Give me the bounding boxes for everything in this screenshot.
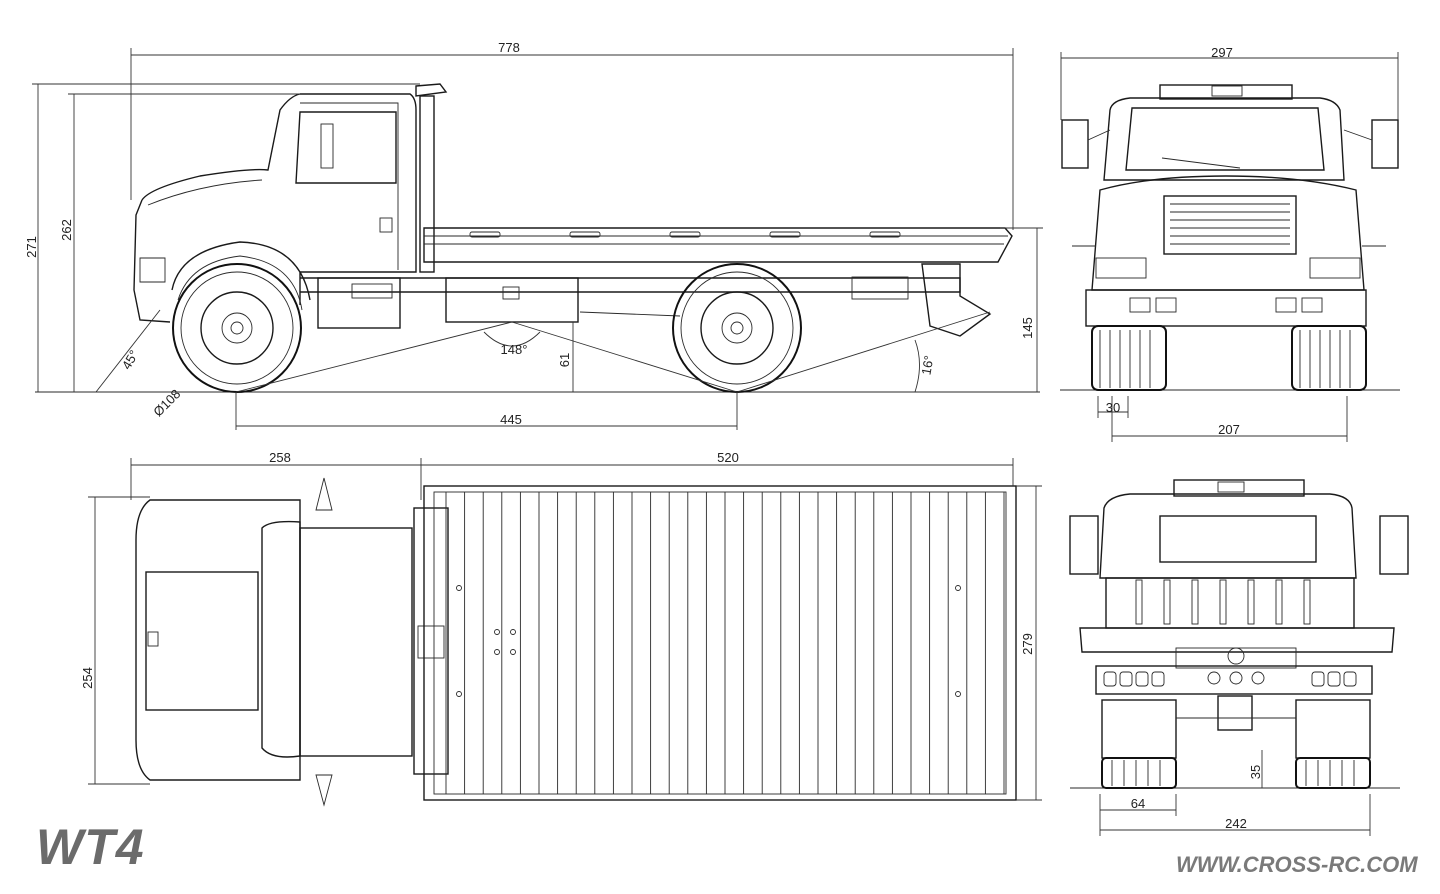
side-front-wheel xyxy=(172,263,302,393)
dim-cab-width: 254 xyxy=(80,667,95,689)
dim-overall-length: 778 xyxy=(498,40,520,55)
side-rear-wheel xyxy=(672,263,802,393)
front-view xyxy=(1060,52,1400,442)
dim-ground-clearance: 61 xyxy=(557,353,572,367)
dim-overall-height: 271 xyxy=(24,236,39,258)
dim-front-offset: 30 xyxy=(1106,400,1120,415)
dim-rear-height: 145 xyxy=(1020,317,1035,339)
dim-approach-angle: 45° xyxy=(119,347,142,372)
side-view xyxy=(32,48,1043,430)
top-view xyxy=(88,458,1042,807)
dim-cab-length: 258 xyxy=(269,450,291,465)
dim-bed-width: 279 xyxy=(1020,633,1035,655)
dim-departure-angle: 16° xyxy=(918,354,936,376)
dim-rear-track: 242 xyxy=(1225,816,1247,831)
rear-view xyxy=(1069,479,1409,836)
website-url[interactable]: WWW.CROSS-RC.COM xyxy=(1176,852,1418,877)
model-logo: WT4 xyxy=(36,819,145,875)
dim-front-track: 207 xyxy=(1218,422,1240,437)
dim-wheelbase: 445 xyxy=(500,412,522,427)
dim-hitch-height: 35 xyxy=(1248,765,1263,779)
dim-breakover-angle: 148° xyxy=(501,342,528,357)
dim-bed-length: 520 xyxy=(717,450,739,465)
dim-rear-tire-width: 64 xyxy=(1131,796,1145,811)
dim-cab-height: 262 xyxy=(59,219,74,241)
dim-front-width: 297 xyxy=(1211,45,1233,60)
dim-tire-diameter: Ø108 xyxy=(150,386,183,419)
